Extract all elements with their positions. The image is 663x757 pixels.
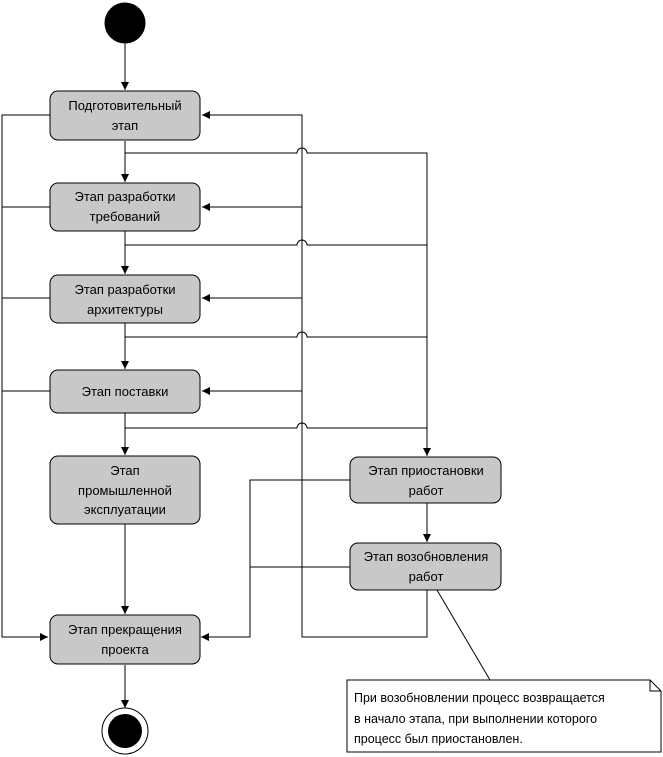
- note-anchor: [436, 589, 491, 681]
- start-node: [104, 2, 146, 44]
- node-susp-line-2: работ: [409, 483, 444, 498]
- node-term: Этап прекращения проекта: [49, 614, 201, 665]
- return-to-prep: [202, 111, 428, 638]
- note-line-1: При возобновлении процесс возвращается: [354, 691, 605, 705]
- node-term-line-2: проекта: [101, 642, 149, 657]
- node-oper-line-1: Этап: [110, 463, 139, 478]
- bypass-prep-to-term: [1, 114, 50, 641]
- end-node: [101, 707, 149, 755]
- connectors: [1, 43, 491, 708]
- branch-prep-to-susp: [125, 147, 431, 456]
- node-term-line-1: Этап прекращения: [68, 622, 182, 637]
- note: При возобновлении процесс возвращается в…: [346, 679, 662, 753]
- branch-arch: [125, 331, 427, 338]
- node-req-line-2: требований: [90, 209, 161, 224]
- node-susp: Этап приостановки работ: [349, 456, 502, 504]
- branch-deliv: [125, 422, 427, 429]
- node-resume-line-2: работ: [409, 569, 444, 584]
- flow-susp-to-term: [201, 479, 350, 641]
- node-resume: Этап возобновления работ: [349, 542, 502, 591]
- node-arch-line-1: Этап разработки: [74, 282, 175, 297]
- node-req-line-1: Этап разработки: [74, 189, 175, 204]
- node-prep: Подготовительный этап: [49, 90, 201, 141]
- node-resume-line-1: Этап возобновления: [364, 549, 489, 564]
- node-prep-line-1: Подготовительный: [68, 98, 181, 113]
- note-line-3: процесс был приостановлен.: [354, 732, 523, 746]
- node-oper: Этап промышленной эксплуатации: [49, 455, 201, 525]
- node-req: Этап разработки требований: [49, 182, 201, 232]
- node-prep-line-2: этап: [112, 118, 138, 133]
- note-line-2: в начало этапа, при выполнении которого: [354, 712, 597, 726]
- node-susp-line-1: Этап приостановки: [368, 463, 484, 478]
- branch-req: [125, 239, 427, 246]
- node-deliv-line-1: Этап поставки: [82, 384, 169, 399]
- node-arch-line-2: архитектуры: [87, 302, 163, 317]
- node-oper-line-3: эксплуатации: [84, 502, 166, 517]
- node-oper-line-2: промышленной: [78, 483, 172, 498]
- node-arch: Этап разработки архитектуры: [49, 274, 201, 324]
- node-deliv: Этап поставки: [49, 369, 201, 414]
